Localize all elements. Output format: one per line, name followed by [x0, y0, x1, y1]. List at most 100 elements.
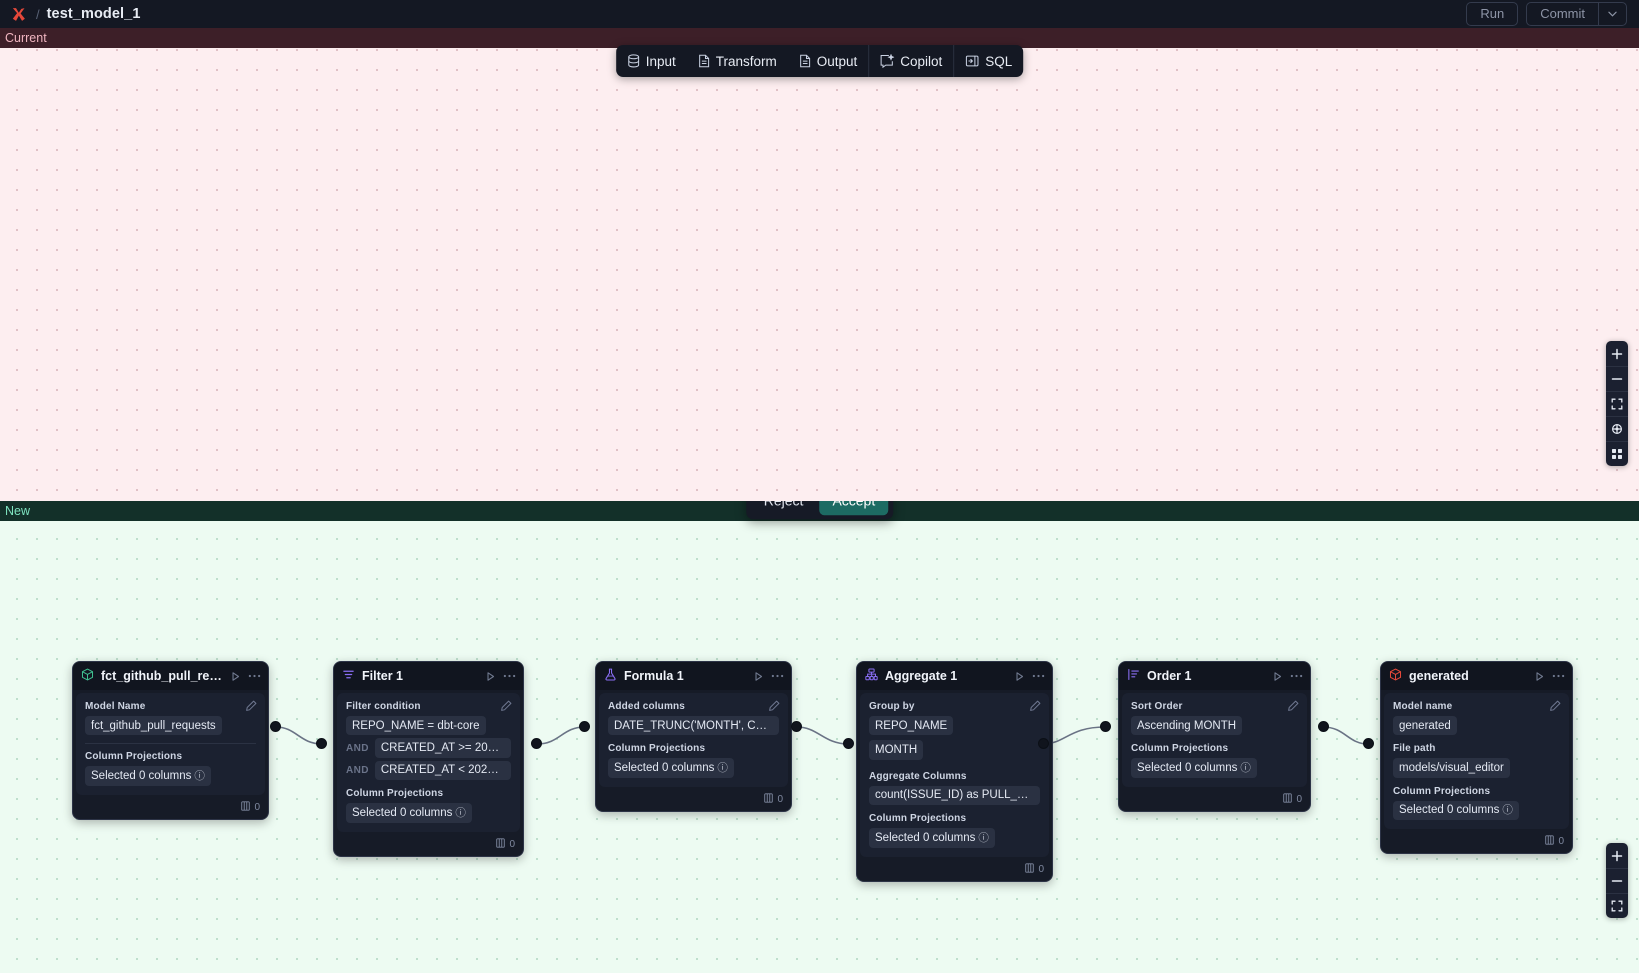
info-icon[interactable]: ⓘ [455, 806, 466, 819]
pencil-icon[interactable] [769, 700, 780, 714]
node-formula[interactable]: Formula 1 Added columns DATE_TRUNC('MONT… [595, 661, 792, 812]
node-body: Model name generated File path models/vi… [1384, 693, 1569, 830]
field-label-filter-condition: Filter condition [346, 701, 421, 712]
plus-icon[interactable] [1606, 341, 1628, 366]
plus-icon[interactable] [1606, 843, 1628, 868]
aggregate-purple-icon [865, 668, 878, 684]
selected-columns-text: Selected 0 columns [614, 761, 715, 774]
port-formula-out[interactable] [791, 721, 802, 732]
reject-button[interactable]: Reject [751, 501, 817, 515]
info-icon[interactable]: ⓘ [1502, 804, 1513, 817]
pencil-icon[interactable] [1030, 700, 1041, 714]
more-horizontal-icon[interactable] [1552, 673, 1565, 679]
value-group-by[interactable]: REPO_NAME [869, 716, 954, 736]
play-icon[interactable] [753, 671, 764, 682]
database-icon [627, 54, 640, 68]
node-output-model[interactable]: generated Model name generated File path… [1380, 661, 1573, 855]
tool-sql[interactable]: SQL [953, 45, 1023, 77]
document-icon [799, 54, 811, 68]
minus-icon[interactable] [1606, 868, 1628, 893]
port-source-out[interactable] [270, 721, 281, 732]
port-aggregate-out[interactable] [1038, 738, 1049, 749]
info-icon[interactable]: ⓘ [978, 831, 989, 844]
value-filter-condition[interactable]: REPO_NAME = dbt-core [346, 716, 486, 736]
commit-button[interactable]: Commit [1527, 3, 1598, 25]
port-order-out[interactable] [1318, 721, 1329, 732]
canvas-current[interactable] [0, 28, 1639, 501]
tool-input[interactable]: Input [616, 45, 687, 77]
info-icon[interactable]: ⓘ [1240, 761, 1251, 774]
info-icon[interactable]: ⓘ [194, 769, 205, 782]
more-horizontal-icon[interactable] [1290, 673, 1303, 679]
node-filter[interactable]: Filter 1 Filter condition REPO_NAME = db… [333, 661, 524, 857]
pencil-icon[interactable] [1288, 700, 1299, 714]
fit-view-icon[interactable] [1606, 391, 1628, 416]
value-aggregate-columns[interactable]: count(ISSUE_ID) as PULL_REQUEST_… [869, 785, 1040, 806]
selected-columns-text: Selected 0 columns [352, 806, 453, 819]
more-horizontal-icon[interactable] [771, 673, 784, 679]
node-header: fct_github_pull_requests [73, 662, 268, 690]
port-formula-in[interactable] [579, 721, 590, 732]
play-icon[interactable] [1272, 671, 1283, 682]
node-title: fct_github_pull_requests [101, 669, 223, 683]
value-file-path[interactable]: models/visual_editor [1393, 758, 1510, 778]
play-icon[interactable] [1014, 671, 1025, 682]
value-sort-order[interactable]: Ascending MONTH [1131, 716, 1243, 736]
node-header: Order 1 [1119, 662, 1310, 690]
value-filter-condition[interactable]: CREATED_AT < 2025-03-01 [374, 760, 511, 781]
tool-copilot[interactable]: Copilot [868, 45, 953, 77]
fit-view-icon[interactable] [1606, 893, 1628, 918]
tool-transform[interactable]: Transform [687, 45, 788, 77]
value-group-by[interactable]: MONTH [869, 740, 924, 760]
info-icon[interactable]: ⓘ [717, 761, 728, 774]
port-aggregate-in[interactable] [843, 738, 854, 749]
accept-button[interactable]: Accept [819, 501, 889, 515]
port-filter-out[interactable] [531, 738, 542, 749]
node-footer: 0 [857, 860, 1052, 881]
more-horizontal-icon[interactable] [1032, 673, 1045, 679]
more-horizontal-icon[interactable] [503, 673, 516, 679]
logo-x-icon[interactable] [8, 4, 28, 24]
play-icon[interactable] [485, 671, 496, 682]
run-button[interactable]: Run [1466, 1, 1519, 27]
play-icon[interactable] [1534, 671, 1545, 682]
node-footer: 0 [1381, 832, 1572, 853]
port-order-in[interactable] [1100, 721, 1111, 732]
pencil-icon[interactable] [1550, 700, 1561, 714]
value-filter-condition[interactable]: CREATED_AT >= 2024-12-01 [374, 738, 511, 758]
node-order[interactable]: Order 1 Sort Order Ascending MONTH Colum… [1118, 661, 1311, 812]
pencil-icon[interactable] [501, 700, 512, 714]
port-output-in[interactable] [1363, 738, 1374, 749]
value-model-name[interactable]: generated [1393, 716, 1457, 736]
more-horizontal-icon[interactable] [248, 673, 261, 679]
selected-columns-text: Selected 0 columns [1399, 804, 1500, 817]
value-added-columns[interactable]: DATE_TRUNC('MONTH', CREATED_AT… [608, 716, 779, 736]
cube-green-icon [81, 668, 94, 684]
pencil-icon[interactable] [246, 700, 257, 714]
tool-input-label: Input [645, 53, 676, 69]
chevron-down-icon[interactable] [1598, 3, 1626, 25]
node-header: Filter 1 [334, 662, 523, 690]
grid-icon[interactable] [1606, 441, 1628, 466]
port-filter-in[interactable] [316, 738, 327, 749]
filter-operator: AND [346, 764, 369, 776]
minus-icon[interactable] [1606, 366, 1628, 391]
node-source-model[interactable]: fct_github_pull_requests Model Name fct_… [72, 661, 269, 820]
play-icon[interactable] [230, 671, 241, 682]
target-icon[interactable] [1606, 416, 1628, 441]
field-label-column-projections: Column Projections [608, 743, 706, 755]
columns-icon [1283, 793, 1293, 806]
value-model-name[interactable]: fct_github_pull_requests [85, 716, 222, 736]
row-count: 0 [509, 838, 515, 850]
flask-purple-icon [604, 668, 617, 684]
node-aggregate[interactable]: Aggregate 1 Group by REPO_NAME MONTH [856, 661, 1053, 882]
tool-output[interactable]: Output [788, 45, 869, 77]
